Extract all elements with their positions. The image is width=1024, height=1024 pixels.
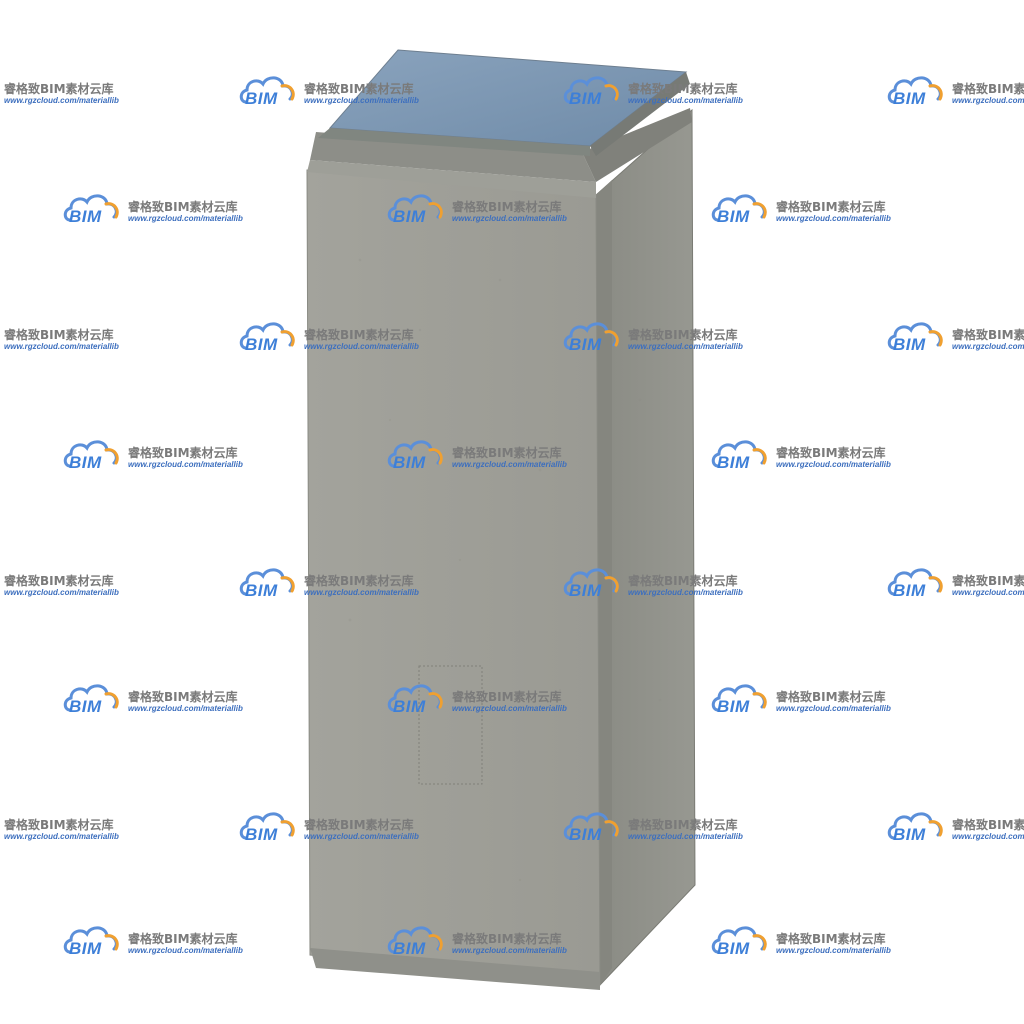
cabinet-plinth: [310, 948, 600, 990]
cabinet-front-face: [306, 169, 601, 986]
cabinet-roof-rim-side: [590, 72, 690, 156]
cabinet-top-band: [307, 160, 596, 198]
cabinet-top-lip-side: [582, 108, 692, 182]
cabinet-top-lip-front: [310, 132, 596, 182]
cabinet-roof-rim: [318, 128, 590, 156]
surface-texture: [348, 258, 662, 882]
access-hatch: [418, 665, 483, 785]
